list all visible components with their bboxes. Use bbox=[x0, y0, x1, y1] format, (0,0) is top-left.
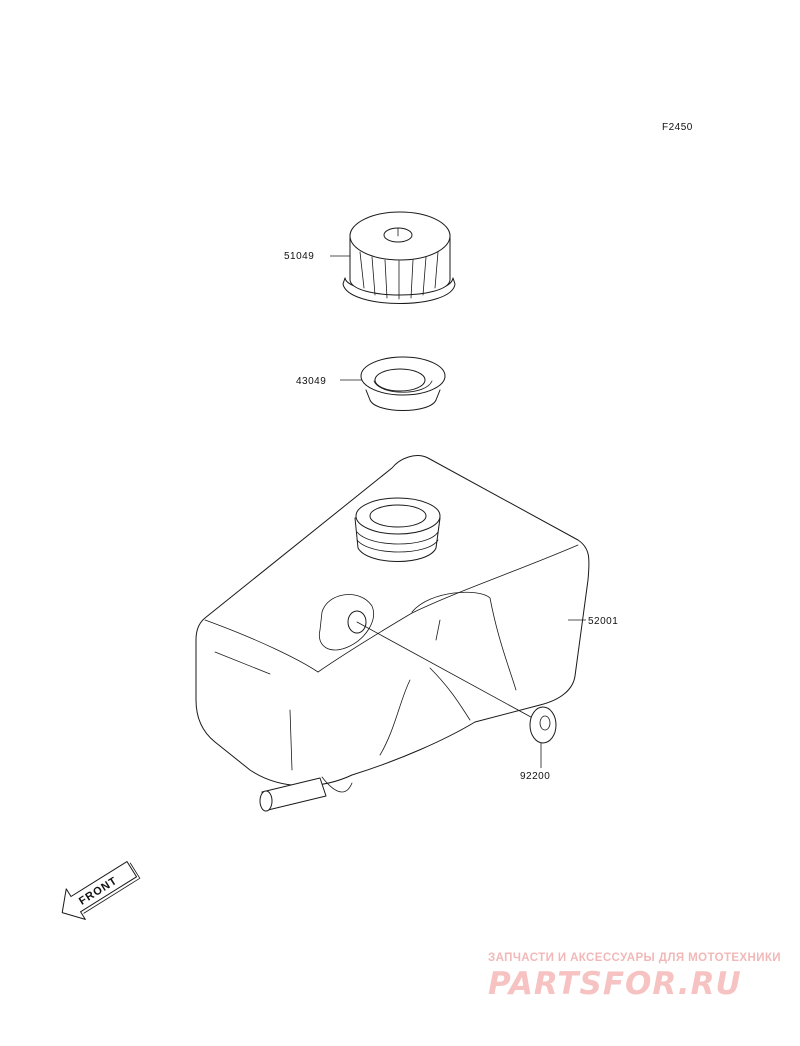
washer-illustration bbox=[529, 706, 557, 744]
part-label-43049: 43049 bbox=[296, 376, 326, 387]
figure-code: F2450 bbox=[662, 122, 693, 133]
cap-gasket-illustration bbox=[360, 356, 446, 411]
center-line bbox=[356, 621, 541, 723]
part-label-51049: 51049 bbox=[284, 251, 314, 262]
watermark-tagline: ЗАПЧАСТИ И АКСЕССУАРЫ ДЛЯ МОТОТЕХНИКИ bbox=[488, 952, 781, 964]
part-label-52001: 52001 bbox=[588, 616, 618, 627]
front-arrow-icon: FRONT bbox=[61, 861, 141, 920]
part-label-92200: 92200 bbox=[520, 771, 550, 782]
watermark-brand: PARTSFOR.RU bbox=[488, 966, 742, 1002]
reservoir-cap-illustration bbox=[342, 211, 456, 304]
reservoir-tank-illustration bbox=[195, 455, 590, 812]
